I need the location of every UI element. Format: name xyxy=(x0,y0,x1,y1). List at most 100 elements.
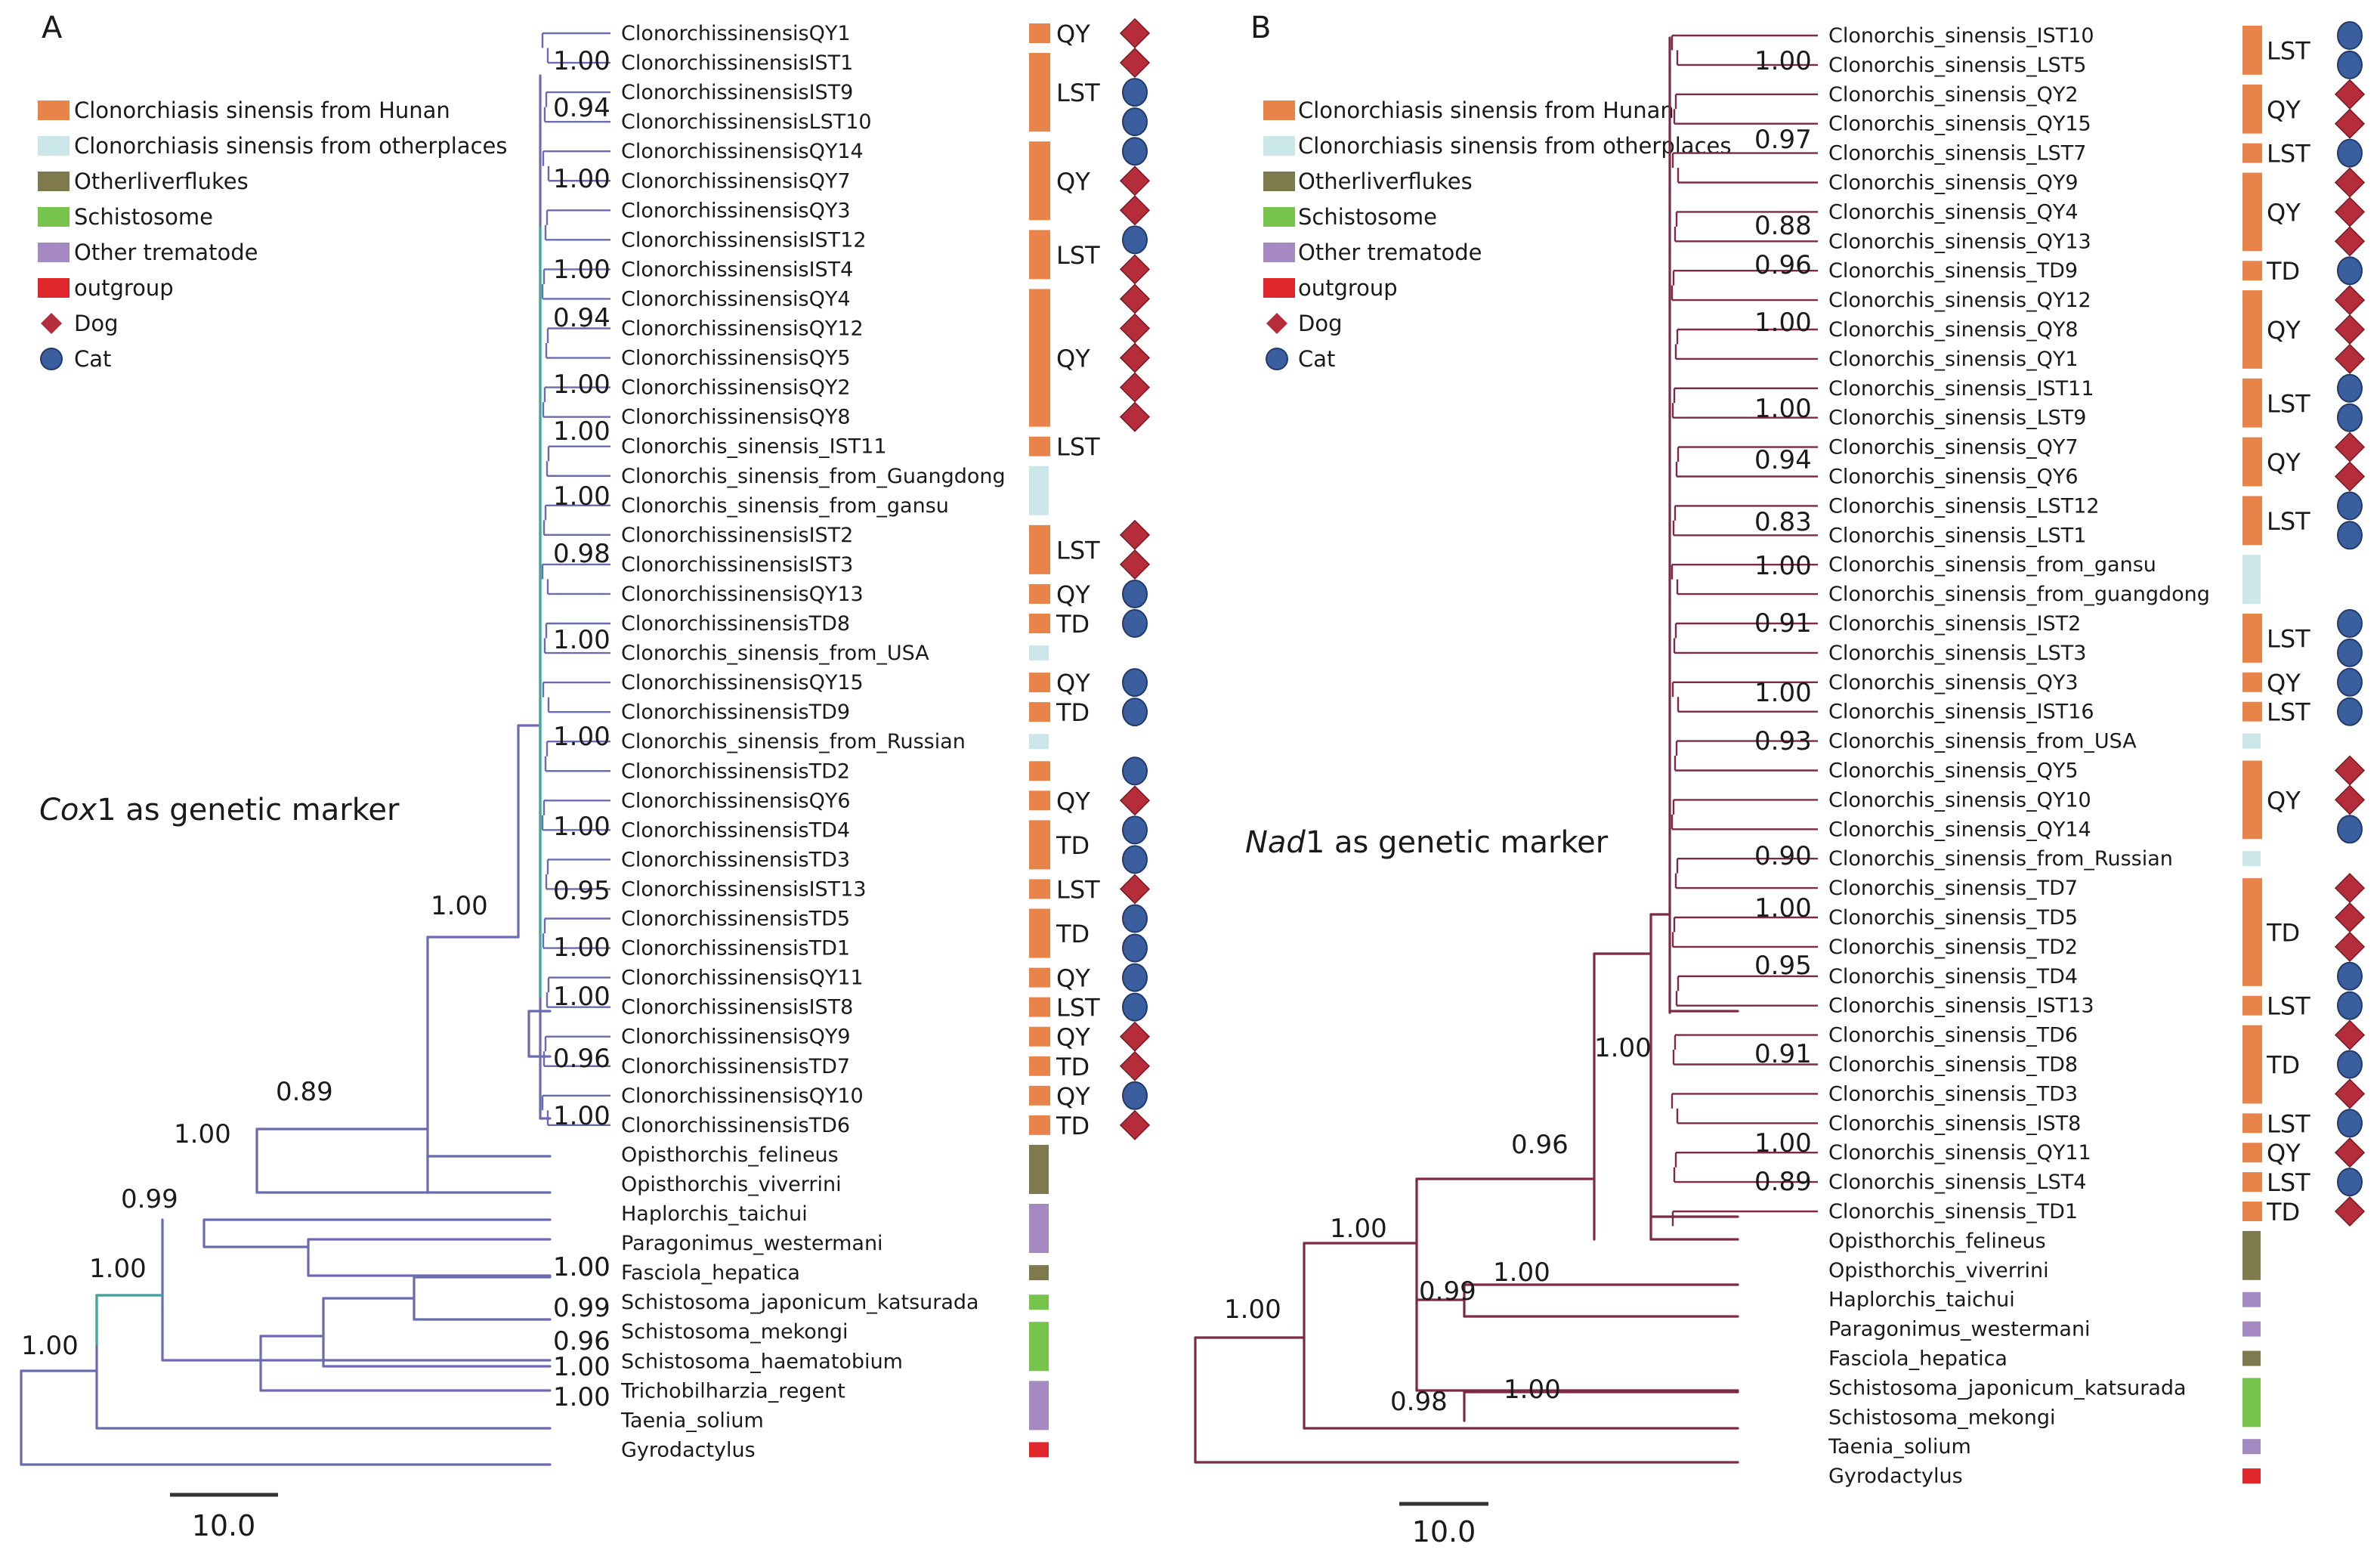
dog-host-icon xyxy=(2334,226,2366,257)
group-bar-hunan xyxy=(1029,524,1050,574)
group-label: LST xyxy=(1056,79,1100,107)
group-bar-hunan xyxy=(1029,1085,1050,1106)
dog-host-icon xyxy=(1119,1109,1151,1140)
cat-host-icon xyxy=(2337,1050,2363,1079)
group-bar-hunan xyxy=(2242,437,2262,487)
cat-host-icon xyxy=(2337,138,2363,168)
group-bar-schistosome xyxy=(2242,1378,2261,1428)
support-value: 0.95 xyxy=(1754,951,1812,981)
support-value: 0.83 xyxy=(1754,507,1812,537)
legend-swatch xyxy=(38,101,70,120)
taxon-label: Gyrodactylus xyxy=(621,1438,756,1462)
support-value: 1.00 xyxy=(1224,1295,1281,1325)
legend-swatch xyxy=(38,172,70,191)
support-value: 1.00 xyxy=(1754,551,1812,581)
panel-b-tree-branches xyxy=(1194,34,1818,1464)
group-bar-hunan xyxy=(1029,673,1050,693)
legend-label: Dog xyxy=(1298,311,1342,336)
legend-swatch xyxy=(1263,207,1295,227)
taxon-label: Clonorchis_sinensis_from_guangdong xyxy=(1828,583,2210,606)
cat-icon xyxy=(40,348,63,370)
group-label: QY xyxy=(1056,580,1090,609)
group-label: QY xyxy=(1056,964,1090,993)
panel-a-marker-title: Cox1 as genetic marker xyxy=(39,793,400,827)
group-bar-hunan xyxy=(1029,820,1050,870)
taxon-label: ClonorchissinensisTD5 xyxy=(621,908,850,931)
group-label: TD xyxy=(1056,1112,1090,1140)
dog-icon xyxy=(41,313,62,334)
group-bar-hunan xyxy=(1029,53,1050,132)
taxon-label: Clonorchis_sinensis_from_gansu xyxy=(621,494,949,518)
support-value: 0.99 xyxy=(553,1293,610,1323)
group-bar-hunan xyxy=(2242,1025,2262,1104)
taxon-label: ClonorchissinensisQY7 xyxy=(621,169,851,193)
legend-label: Clonorchiasis sinensis from otherplaces xyxy=(1298,133,1731,159)
taxon-label: ClonorchissinensisIST4 xyxy=(621,258,853,281)
group-label: TD xyxy=(1056,920,1090,948)
dog-host-icon xyxy=(2334,285,2366,316)
group-bar-hunan xyxy=(2242,760,2262,840)
dog-host-icon xyxy=(2334,461,2366,492)
group-bar-hunan xyxy=(1029,614,1050,633)
taxon-label: Clonorchis_sinensis_QY4 xyxy=(1828,200,2079,224)
taxon-label: ClonorchissinensisQY12 xyxy=(621,317,864,341)
legend-item-schistosome: Schistosome xyxy=(1263,204,1437,230)
panel-b-group-bars: LSTQYLSTQYTDQYLSTQYLSTLSTQYLSTQYTDLSTTDL… xyxy=(2242,26,2310,1484)
support-value: 0.96 xyxy=(553,1326,610,1356)
taxon-label: ClonorchissinensisQY11 xyxy=(621,967,864,990)
group-bar-hunan xyxy=(2242,672,2262,692)
group-bar-other_trematode xyxy=(2242,1321,2261,1337)
cat-host-icon xyxy=(1122,107,1148,137)
taxon-label: Clonorchis_sinensis_QY15 xyxy=(1828,113,2091,136)
dog-host-icon xyxy=(1119,549,1151,580)
taxon-label: Clonorchis_sinensis_IST13 xyxy=(1828,995,2094,1018)
support-value: 1.00 xyxy=(1754,308,1812,338)
panel-a-host-symbols xyxy=(1119,17,1151,1140)
legend-swatch xyxy=(38,207,70,227)
support-value: 1.00 xyxy=(553,625,610,655)
group-label: LST xyxy=(2267,140,2310,169)
legend-item-dog: Dog xyxy=(1266,311,1342,336)
cat-icon xyxy=(1266,348,1288,370)
support-value: 0.99 xyxy=(121,1184,178,1214)
taxon-label: Clonorchis_sinensis_from_USA xyxy=(1828,730,2137,753)
group-bar-hunan xyxy=(1029,1056,1050,1076)
taxon-label: Clonorchis_sinensis_IST8 xyxy=(1828,1112,2081,1135)
taxon-label: Clonorchis_sinensis_IST10 xyxy=(1828,24,2094,48)
legend-swatch xyxy=(38,243,70,262)
cat-host-icon xyxy=(1122,698,1148,727)
panel-a-support-values: 1.000.941.001.000.941.001.001.000.981.00… xyxy=(21,46,610,1412)
group-bar-hunan xyxy=(1029,583,1050,604)
group-label: QY xyxy=(2267,316,2301,345)
group-bar-hunan xyxy=(1029,997,1050,1017)
dog-host-icon xyxy=(1119,401,1151,432)
taxon-label: Clonorchis_sinensis_LST5 xyxy=(1828,54,2086,77)
dog-host-icon xyxy=(2334,1019,2366,1050)
legend-item-outgroup: outgroup xyxy=(1263,275,1398,301)
panel-a-group-bars: QYLSTQYLSTQYLSTLSTQYTDQYTDQYTDLSTTDQYLST… xyxy=(1029,20,1100,1458)
group-label: LST xyxy=(1056,875,1100,904)
group-bar-hunan xyxy=(2242,1143,2262,1163)
group-label: LST xyxy=(2267,1109,2310,1138)
group-label: QY xyxy=(2267,448,2301,477)
group-bar-hunan xyxy=(1029,289,1050,427)
taxon-label: Clonorchis_sinensis_QY9 xyxy=(1828,172,2079,195)
group-bar-hunan xyxy=(2242,143,2262,163)
group-label: LST xyxy=(1056,536,1100,565)
taxon-label: Fasciola_hepatica xyxy=(621,1261,800,1285)
taxon-label: Clonorchis_sinensis_IST11 xyxy=(621,435,887,459)
taxon-label: Schistosoma_japonicum_katsurada xyxy=(1828,1376,2187,1400)
cat-host-icon xyxy=(1122,992,1148,1022)
legend-swatch xyxy=(1263,136,1295,156)
legend-label: Cat xyxy=(74,346,111,372)
legend-swatch xyxy=(38,278,70,298)
taxon-label: ClonorchissinensisIST12 xyxy=(621,228,867,252)
legend-item-schistosome: Schistosome xyxy=(38,204,213,230)
dog-host-icon xyxy=(1119,195,1151,226)
cat-host-icon xyxy=(1122,225,1148,255)
support-value: 1.00 xyxy=(1754,893,1812,923)
panel-a-letter: A xyxy=(42,11,63,45)
group-label: TD xyxy=(2266,918,2300,947)
support-value: 1.00 xyxy=(21,1331,79,1361)
group-bar-hunan xyxy=(2242,995,2262,1016)
